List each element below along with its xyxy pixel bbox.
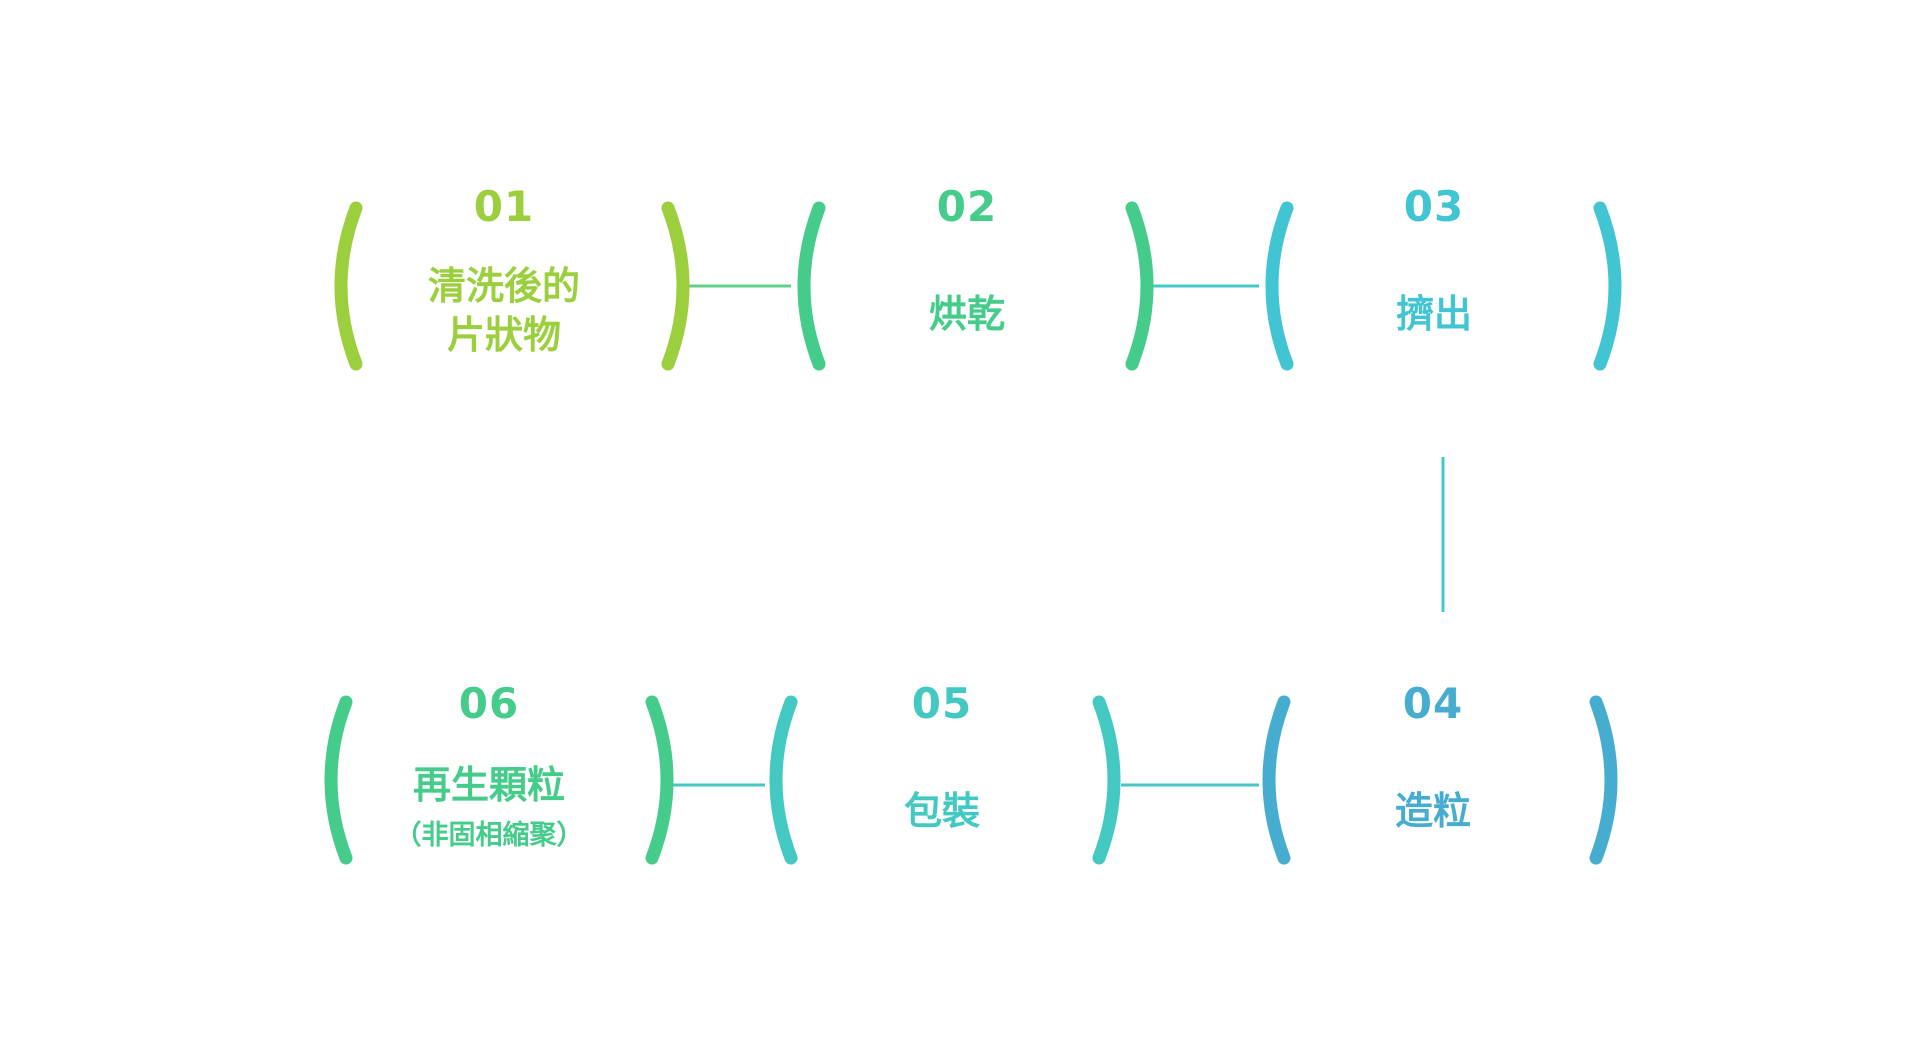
right-bracket [1589,695,1618,865]
step-label: 烘乾 [787,290,1147,339]
step-label: 清洗後的 片狀物 [324,262,684,359]
step-label-line: 造粒 [1394,789,1471,833]
step-06: 06 再生顆粒 （非固相縮聚） [309,683,669,853]
step-label: 擠出 [1254,290,1614,339]
step-05: 05 包裝 [762,683,1122,836]
step-label-line: 擠出 [1395,292,1472,336]
step-02: 02 烘乾 [787,186,1147,339]
step-03: 03 擠出 [1254,186,1614,339]
left-bracket [334,201,363,371]
step-label-line: 片狀物 [446,312,561,357]
step-number: 05 [911,679,973,728]
left-bracket [769,695,798,865]
left-bracket [1265,201,1294,371]
step-label-line: 包裝 [903,789,980,833]
step-label-line: 清洗後的 [427,264,580,308]
step-number: 02 [936,182,998,231]
step-label: 再生顆粒 [309,761,669,810]
step-04: 04 造粒 [1253,683,1613,836]
step-number: 03 [1403,182,1465,231]
right-bracket [645,695,674,865]
right-bracket [1593,201,1622,371]
right-bracket [1092,695,1121,865]
right-bracket [661,201,690,371]
step-number: 04 [1402,679,1464,728]
right-bracket [1125,201,1154,371]
step-note: （非固相縮聚） [394,819,584,851]
step-label-line: 再生顆粒 [412,763,565,807]
step-label: 造粒 [1253,787,1613,836]
step-label: 包裝 [762,787,1122,836]
step-number: 06 [458,679,520,728]
left-bracket [1262,695,1291,865]
step-label-line: 烘乾 [928,292,1005,336]
left-bracket [797,201,826,371]
step-01: 01 清洗後的 片狀物 [324,186,684,359]
left-bracket [324,695,353,865]
step-number: 01 [473,182,535,231]
